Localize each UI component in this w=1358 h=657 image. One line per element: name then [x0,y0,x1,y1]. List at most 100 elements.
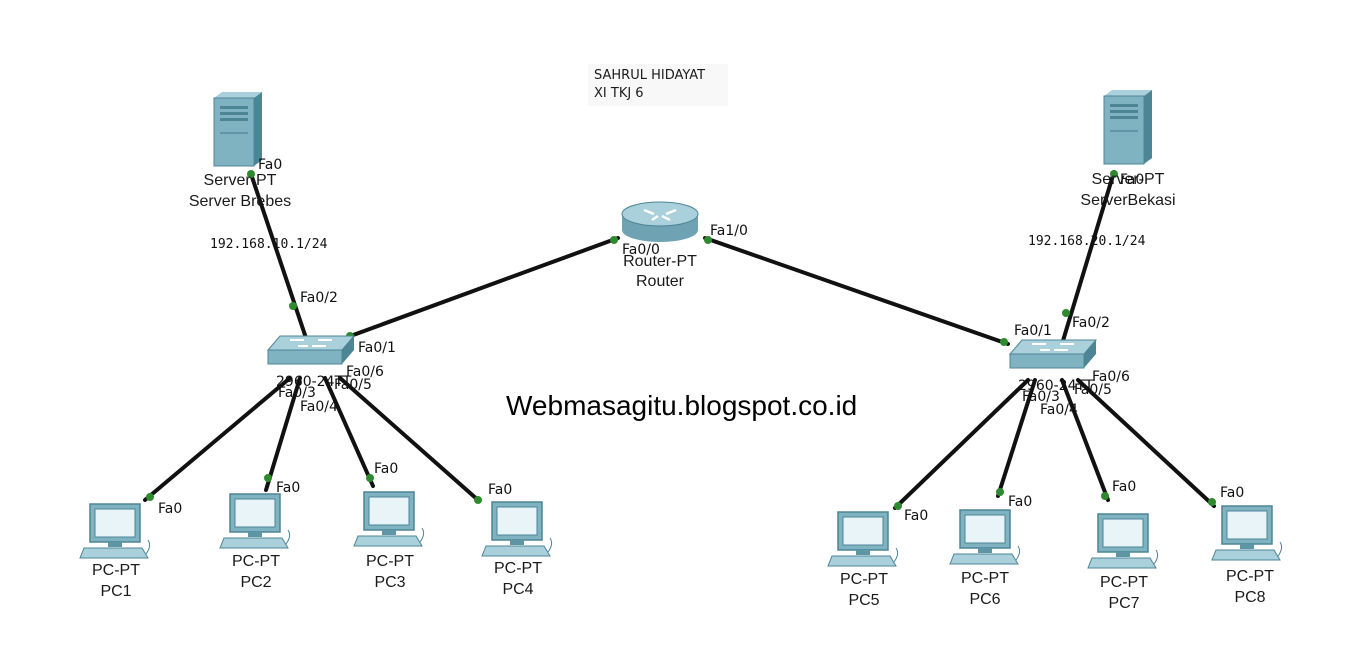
pc-icon [353,491,425,547]
switch1[interactable]: 2960-24TT [1009,339,1097,394]
port-label: Fa0/1 [358,340,396,356]
ip-address-label: 192.168.20.1/24 [1028,234,1146,249]
port-dot [1110,170,1118,178]
ip-address-label: 192.168.10.1/24 [210,237,328,252]
pc5[interactable]: PC-PT PC5 [827,511,899,609]
server-brebes[interactable]: Server-PT Server Brebes [189,91,291,210]
pc-icon [481,501,553,557]
pc-icon [1087,513,1159,569]
device-name-label: PC7 [1108,595,1139,612]
port-label: Fa0 [276,480,300,496]
port-dot [1062,309,1070,317]
port-label: Fa1/0 [710,223,748,239]
port-label: Fa0 [1220,485,1244,501]
link-server-brebes-switch0[interactable] [249,172,308,340]
link-switch0-router[interactable] [343,236,620,340]
switch-icon [1009,339,1097,369]
author-class: XI TKJ 6 [594,86,644,101]
pc3[interactable]: PC-PT PC3 [353,491,425,591]
pc6[interactable]: PC-PT PC6 [949,509,1021,608]
author-name: SAHRUL HIDAYAT [594,68,706,83]
server-icon [213,91,263,167]
link-server-bekasi-switch1[interactable] [1060,170,1116,346]
device-model-label: PC-PT [92,562,140,579]
link-switch0-pc1[interactable] [143,376,292,502]
link-switch0-pc2[interactable] [264,376,302,492]
port-dot [146,493,154,501]
switch-icon [267,335,355,365]
pc-icon [79,503,151,559]
port-label: Fa0/0 [622,242,660,258]
port-label: Fa0 [1120,172,1144,188]
pc4[interactable]: PC-PT PC4 [481,501,553,598]
port-dot [1208,498,1216,506]
device-name-label: PC1 [100,583,131,600]
router-icon [620,200,700,244]
port-label: Fa0 [1112,479,1136,495]
link-switch1-pc5[interactable] [893,378,1030,510]
port-label: Fa0/3 [1022,389,1060,405]
port-label: Fa0/2 [1072,315,1110,331]
pc1[interactable]: PC-PT PC1 [79,503,151,600]
device-name-label: Server Brebes [189,193,291,210]
author-note[interactable]: SAHRUL HIDAYAT XI TKJ 6 [588,64,728,106]
device-model-label: PC-PT [1226,568,1274,585]
pc2[interactable]: PC-PT PC2 [219,493,291,591]
device-model-label: PC-PT [1100,574,1148,591]
port-dot [1101,492,1109,500]
port-dot [1000,338,1008,346]
watermark-text: Webmasagitu.blogspot.co.id [506,390,858,421]
device-model-label: PC-PT [840,571,888,588]
pc-icon [1211,505,1283,561]
port-dot [610,236,618,244]
port-label: Fa0/5 [1074,382,1112,398]
device-model-label: PC-PT [366,553,414,570]
router[interactable]: Router-PT Router [620,200,700,290]
device-name-label: PC2 [240,574,271,591]
device-name-label: PC8 [1234,589,1265,606]
link-switch0-pc4[interactable] [338,376,480,502]
pc8[interactable]: PC-PT PC8 [1211,505,1283,606]
device-name-label: PC4 [502,581,533,598]
device-name-label: PC6 [969,591,1000,608]
port-dot [247,170,255,178]
link-switch1-pc8[interactable] [1076,378,1216,508]
port-label: Fa0/3 [278,385,316,401]
pc-icon [949,509,1021,565]
device-model-label: Server-PT [204,172,277,189]
pc7[interactable]: PC-PT PC7 [1087,513,1159,612]
port-label: Fa0/4 [300,399,338,415]
link-switch1-pc7[interactable] [1060,378,1110,502]
port-dot [474,496,482,504]
link-switch0-pc3[interactable] [323,376,375,488]
port-dot [996,488,1004,496]
link-switch1-pc6[interactable] [996,378,1037,498]
port-dot [704,236,712,244]
links [143,170,1216,510]
port-label: Fa0 [488,482,512,498]
port-label: Fa0 [258,157,282,173]
server-bekasi[interactable]: Server-PT ServerBekasi [1080,89,1176,209]
port-label: Fa0/2 [300,290,338,306]
port-label: Fa0/4 [1040,402,1078,418]
port-dot [894,502,902,510]
port-label: Fa0 [374,461,398,477]
port-label: Fa0 [904,508,928,524]
port-label: Fa0 [158,501,182,517]
device-model-label: PC-PT [232,553,280,570]
server-icon [1103,89,1153,165]
device-name-label: PC3 [374,574,405,591]
port-label: Fa0/6 [346,364,384,380]
switch0[interactable]: 2960-24TT [267,335,355,390]
port-label: Fa0/6 [1092,369,1130,385]
port-dot [264,474,272,482]
device-name-label: ServerBekasi [1080,192,1175,209]
port-label: Fa0/5 [334,377,372,393]
port-dot [366,474,374,482]
device-model-label: PC-PT [961,570,1009,587]
device-model-label: Router-PT [623,253,697,270]
device-name-label: Router [636,273,685,290]
link-router-switch1[interactable] [703,236,1010,346]
port-indicators [146,170,1216,510]
